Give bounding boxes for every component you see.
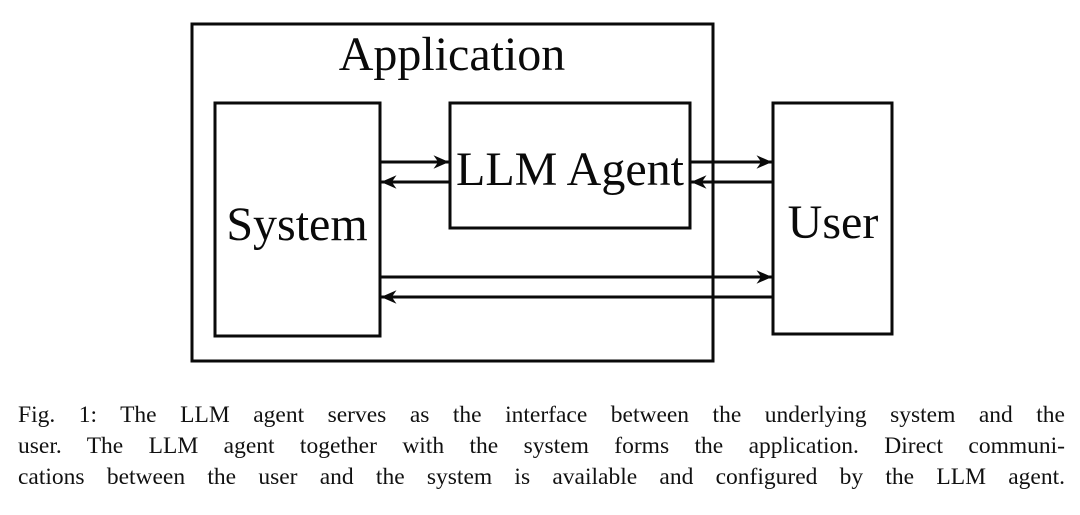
figure-caption: Fig. 1: The LLM agent serves as the inte… — [18, 400, 1065, 493]
system-box — [213, 101, 382, 338]
caption-line-2: user. The LLM agent together with the sy… — [18, 433, 1065, 459]
llm-agent-label: LLM Agent — [456, 143, 685, 196]
llm-agent-diagram: Application System LLM Agent User — [190, 22, 894, 363]
user-label: User — [788, 196, 879, 249]
caption-line-1: Fig. 1: The LLM agent serves as the inte… — [18, 402, 1065, 428]
caption-line-3: cations between the user and the system … — [18, 464, 1065, 490]
application-box — [190, 22, 715, 363]
user-box — [771, 101, 894, 336]
application-label: Application — [339, 28, 566, 81]
system-label: System — [226, 198, 367, 251]
diagram-arrows — [381, 155, 772, 304]
llm-agent-box — [448, 101, 692, 230]
